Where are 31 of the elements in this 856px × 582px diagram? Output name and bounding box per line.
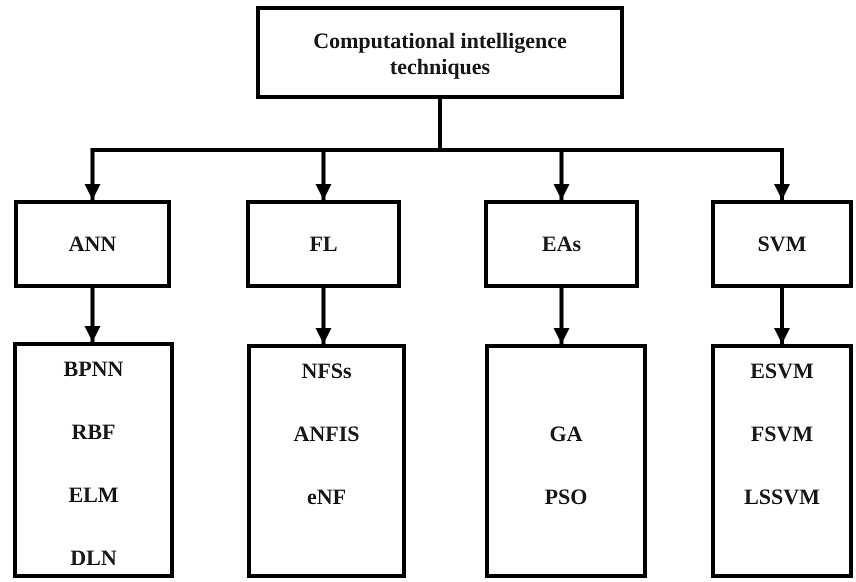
method-label: PSO xyxy=(544,484,588,510)
method-label: ANFIS xyxy=(292,421,360,447)
category-box xyxy=(484,200,639,288)
method-label: DLN xyxy=(69,545,118,571)
arrow xyxy=(316,288,332,344)
method-label: NFSs xyxy=(300,358,353,384)
category-label: ANN xyxy=(68,231,118,257)
category-box xyxy=(247,344,406,578)
category-label: EAs xyxy=(540,231,582,257)
method-label: RBF xyxy=(70,419,116,445)
method-label: LSSVM xyxy=(743,484,821,510)
category-label: SVM xyxy=(756,231,808,257)
category-box xyxy=(711,344,853,578)
arrow xyxy=(438,99,790,200)
arrow xyxy=(84,288,100,342)
method-label: BPNN xyxy=(62,356,124,382)
category-box xyxy=(13,342,174,578)
method-label: eNF xyxy=(306,484,348,510)
method-label: ESVM xyxy=(749,358,815,384)
category-label: FL xyxy=(308,231,339,257)
arrow xyxy=(554,288,570,344)
category-box xyxy=(485,344,647,578)
title-text: Computational intelligence techniques xyxy=(312,28,568,80)
category-box xyxy=(711,200,853,288)
method-label: ELM xyxy=(67,482,120,508)
category-box xyxy=(14,200,171,288)
method-label: GA xyxy=(548,421,584,447)
arrow xyxy=(774,288,790,344)
category-box xyxy=(246,200,401,288)
method-label: FSVM xyxy=(750,421,814,447)
root-box xyxy=(256,6,624,99)
